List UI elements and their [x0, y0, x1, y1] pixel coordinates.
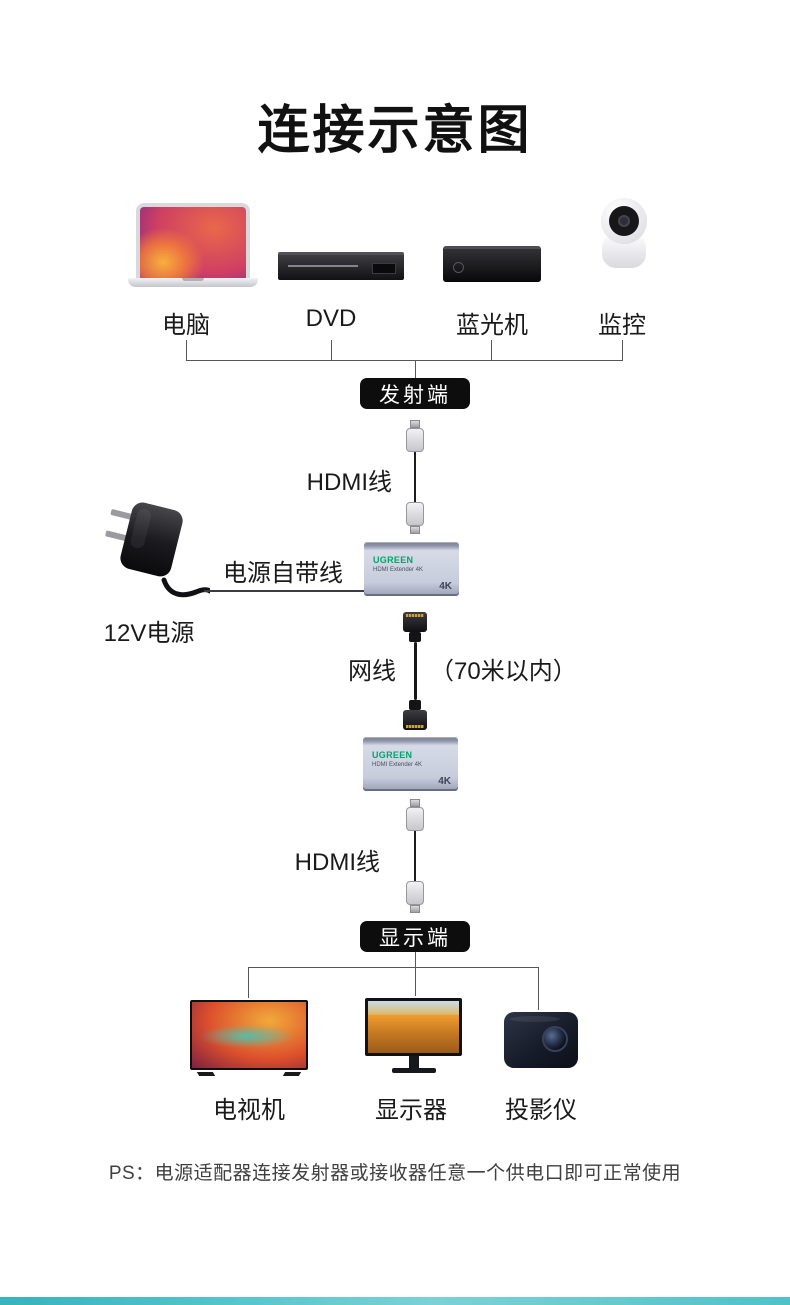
hdmi-extender-receiver: UGREEN HDMI Extender 4K 4K [363, 737, 458, 791]
network-cord [414, 642, 417, 700]
connector-line [415, 360, 416, 378]
tv-leg [196, 1072, 216, 1076]
extender-brand: UGREEN [373, 555, 414, 565]
monitor-screen [365, 998, 462, 1056]
hdmi-cord [414, 831, 416, 881]
network-cable-label: 网线 [348, 658, 396, 685]
hdmi-extender-transmitter: UGREEN HDMI Extender 4K 4K [364, 542, 459, 596]
hdmi-cable-bottom [403, 799, 427, 913]
rj45-plug-icon [403, 612, 427, 632]
extender-subtitle: HDMI Extender 4K [373, 567, 424, 573]
power-cable-label: 电源自带线 [223, 560, 343, 587]
laptop-icon [128, 203, 258, 287]
dvd-player-icon [278, 252, 404, 280]
connector-line [622, 340, 623, 360]
hdmi-plug-icon [410, 799, 420, 807]
hdmi-plug-body [406, 807, 424, 831]
source-label-camera: 监控 [598, 312, 646, 339]
connector-line [186, 340, 187, 360]
power-cable-line [204, 590, 364, 592]
display-label-monitor: 显示器 [375, 1097, 447, 1124]
hdmi-plug-icon [410, 905, 420, 913]
power-adapter-label: 12V电源 [103, 620, 195, 647]
hdmi-plug-icon [410, 526, 420, 534]
connector-line [415, 952, 416, 967]
connector-line [415, 967, 416, 996]
rj45-boot [409, 632, 421, 642]
power-adapter-icon [105, 502, 210, 598]
camera-lens-icon [618, 215, 630, 227]
monitor-stand [408, 1056, 419, 1068]
display-badge: 显示端 [360, 921, 470, 952]
hdmi-plug-body [406, 502, 424, 526]
tv-leg [282, 1072, 302, 1076]
bottom-accent-bar [0, 1297, 790, 1305]
page-title: 连接示意图 [257, 102, 533, 160]
laptop-screen [136, 203, 250, 278]
bluray-player-icon [443, 246, 541, 282]
rj45-plug-icon [403, 710, 427, 730]
hdmi-cord [414, 452, 416, 502]
connector-line [248, 967, 539, 968]
extender-subtitle: HDMI Extender 4K [372, 762, 423, 768]
projector-lens [542, 1026, 568, 1052]
camera-face [609, 206, 639, 236]
tv-icon [190, 1000, 308, 1076]
ps-note: PS：电源适配器连接发射器或接收器任意一个供电口即可正常使用 [108, 1163, 682, 1184]
display-label-tv: 电视机 [213, 1097, 285, 1124]
projector-icon [504, 1012, 578, 1068]
connector-line [186, 360, 623, 361]
laptop-base [128, 278, 258, 287]
connector-line [248, 967, 249, 998]
hdmi-cable-top [403, 420, 427, 534]
extender-brand: UGREEN [372, 750, 413, 760]
hdmi-plug-body [406, 428, 424, 452]
monitor-icon [365, 998, 462, 1073]
hdmi-plug-icon [410, 420, 420, 428]
network-cable [402, 612, 428, 732]
camera-head [601, 198, 647, 244]
hdmi-cable-top-label: HDMI线 [306, 469, 392, 496]
network-length-note: （70米以内） [430, 658, 577, 685]
source-label-dvd: DVD [305, 305, 357, 332]
monitor-base [391, 1068, 436, 1073]
hdmi-plug-body [406, 881, 424, 905]
extender-4k-label: 4K [439, 581, 452, 592]
source-label-bluray: 蓝光机 [456, 312, 528, 339]
extender-4k-label: 4K [438, 776, 451, 787]
hdmi-cable-bottom-label: HDMI线 [294, 849, 380, 876]
tv-screen [190, 1000, 308, 1070]
security-camera-icon [597, 198, 651, 268]
rj45-boot [409, 700, 421, 710]
transmitter-badge: 发射端 [360, 378, 470, 409]
display-label-projector: 投影仪 [505, 1097, 577, 1124]
connector-line [331, 340, 332, 360]
connector-line [538, 967, 539, 1010]
source-label-computer: 电脑 [162, 312, 210, 339]
connector-line [491, 340, 492, 360]
